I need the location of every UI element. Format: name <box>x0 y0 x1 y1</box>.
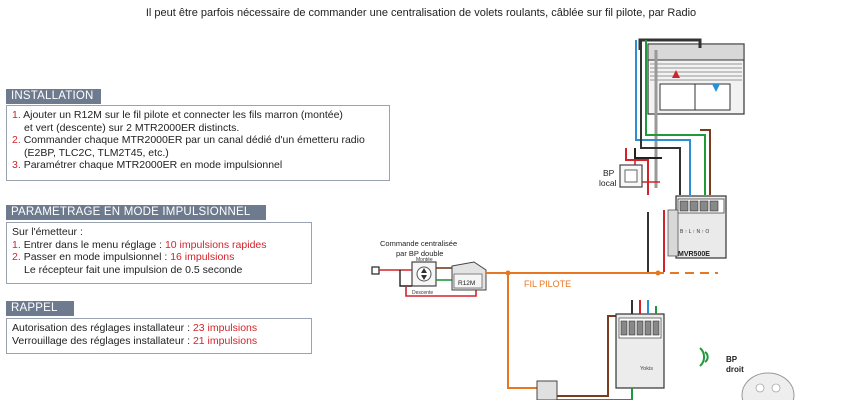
installation-item-2: 2. Commander chaque MTR2000ER par un can… <box>12 134 365 146</box>
parametrage-item-2-extra: Le récepteur fait une impulsion de 0.5 s… <box>24 263 243 276</box>
installation-box: 1. Ajouter un R12M sur le fil pilote et … <box>6 105 390 181</box>
bp-droit-label-2: droit <box>726 365 744 374</box>
rappel-title: RAPPEL <box>6 301 74 316</box>
parametrage-item-1: 1. Entrer dans le menu réglage : 10 impu… <box>12 238 267 251</box>
installation-item-1: 1. Ajouter un R12M sur le fil pilote et … <box>12 109 343 121</box>
descente-label: Descente <box>412 290 433 296</box>
rappel-box: Autorisation des réglages installateur :… <box>6 318 312 354</box>
remote-control-icon <box>741 372 795 400</box>
parametrage-box: Sur l'émetteur : 1. Entrer dans le menu … <box>6 222 312 284</box>
parametrage-item-2: 2. Passer en mode impulsionnel : 16 impu… <box>12 251 235 263</box>
bp-local-label-2: local <box>599 178 617 188</box>
mtr-label: Yokis <box>640 366 653 372</box>
double-arrow-icon <box>421 268 427 273</box>
up-arrow-icon <box>672 70 680 78</box>
radio-signal-icon <box>699 347 709 367</box>
installation-item-2-cont: (E2BP, TLC2C, TLM2T45, etc.) <box>24 146 169 159</box>
mtr2000er-module: Yokis <box>615 313 665 389</box>
montee-label: Montée <box>416 257 433 263</box>
bp-droit-label-1: BP <box>726 355 738 364</box>
installation-title: INSTALLATION <box>6 89 101 104</box>
header-text: Il peut être parfois nécessaire de comma… <box>145 7 697 19</box>
fil-pilote-label: FIL PILOTE <box>524 279 571 289</box>
r12m-module: R12M <box>451 261 487 291</box>
r12m-label: R12M <box>458 280 475 287</box>
roller-shutter-window <box>647 43 745 115</box>
mvr-label: MVR500E <box>678 251 710 258</box>
rappel-line-1: Autorisation des réglages installateur :… <box>12 322 258 334</box>
installation-item-3: 3. Paramétrer chaque MTR2000ER en mode i… <box>12 159 283 171</box>
down-arrow-icon <box>712 84 720 92</box>
parametrage-intro: Sur l'émetteur : <box>12 226 83 238</box>
parametrage-title: PARAMETRAGE EN MODE IMPULSIONNEL <box>6 205 266 220</box>
cmd-label-2: par BP double <box>396 249 443 258</box>
mvr-terminal-labels: B ↑ L ↑ N ↑ O <box>680 229 709 235</box>
rappel-line-2: Verrouillage des réglages installateur :… <box>12 334 258 347</box>
bp-local-label-1: BP <box>603 168 615 178</box>
cmd-label-1: Commande centralisée <box>380 239 457 248</box>
mvr500e-module: B ↑ L ↑ N ↑ O MVR500E <box>667 195 727 259</box>
installation-item-1-cont: et vert (descente) sur 2 MTR2000ER disti… <box>24 121 240 134</box>
